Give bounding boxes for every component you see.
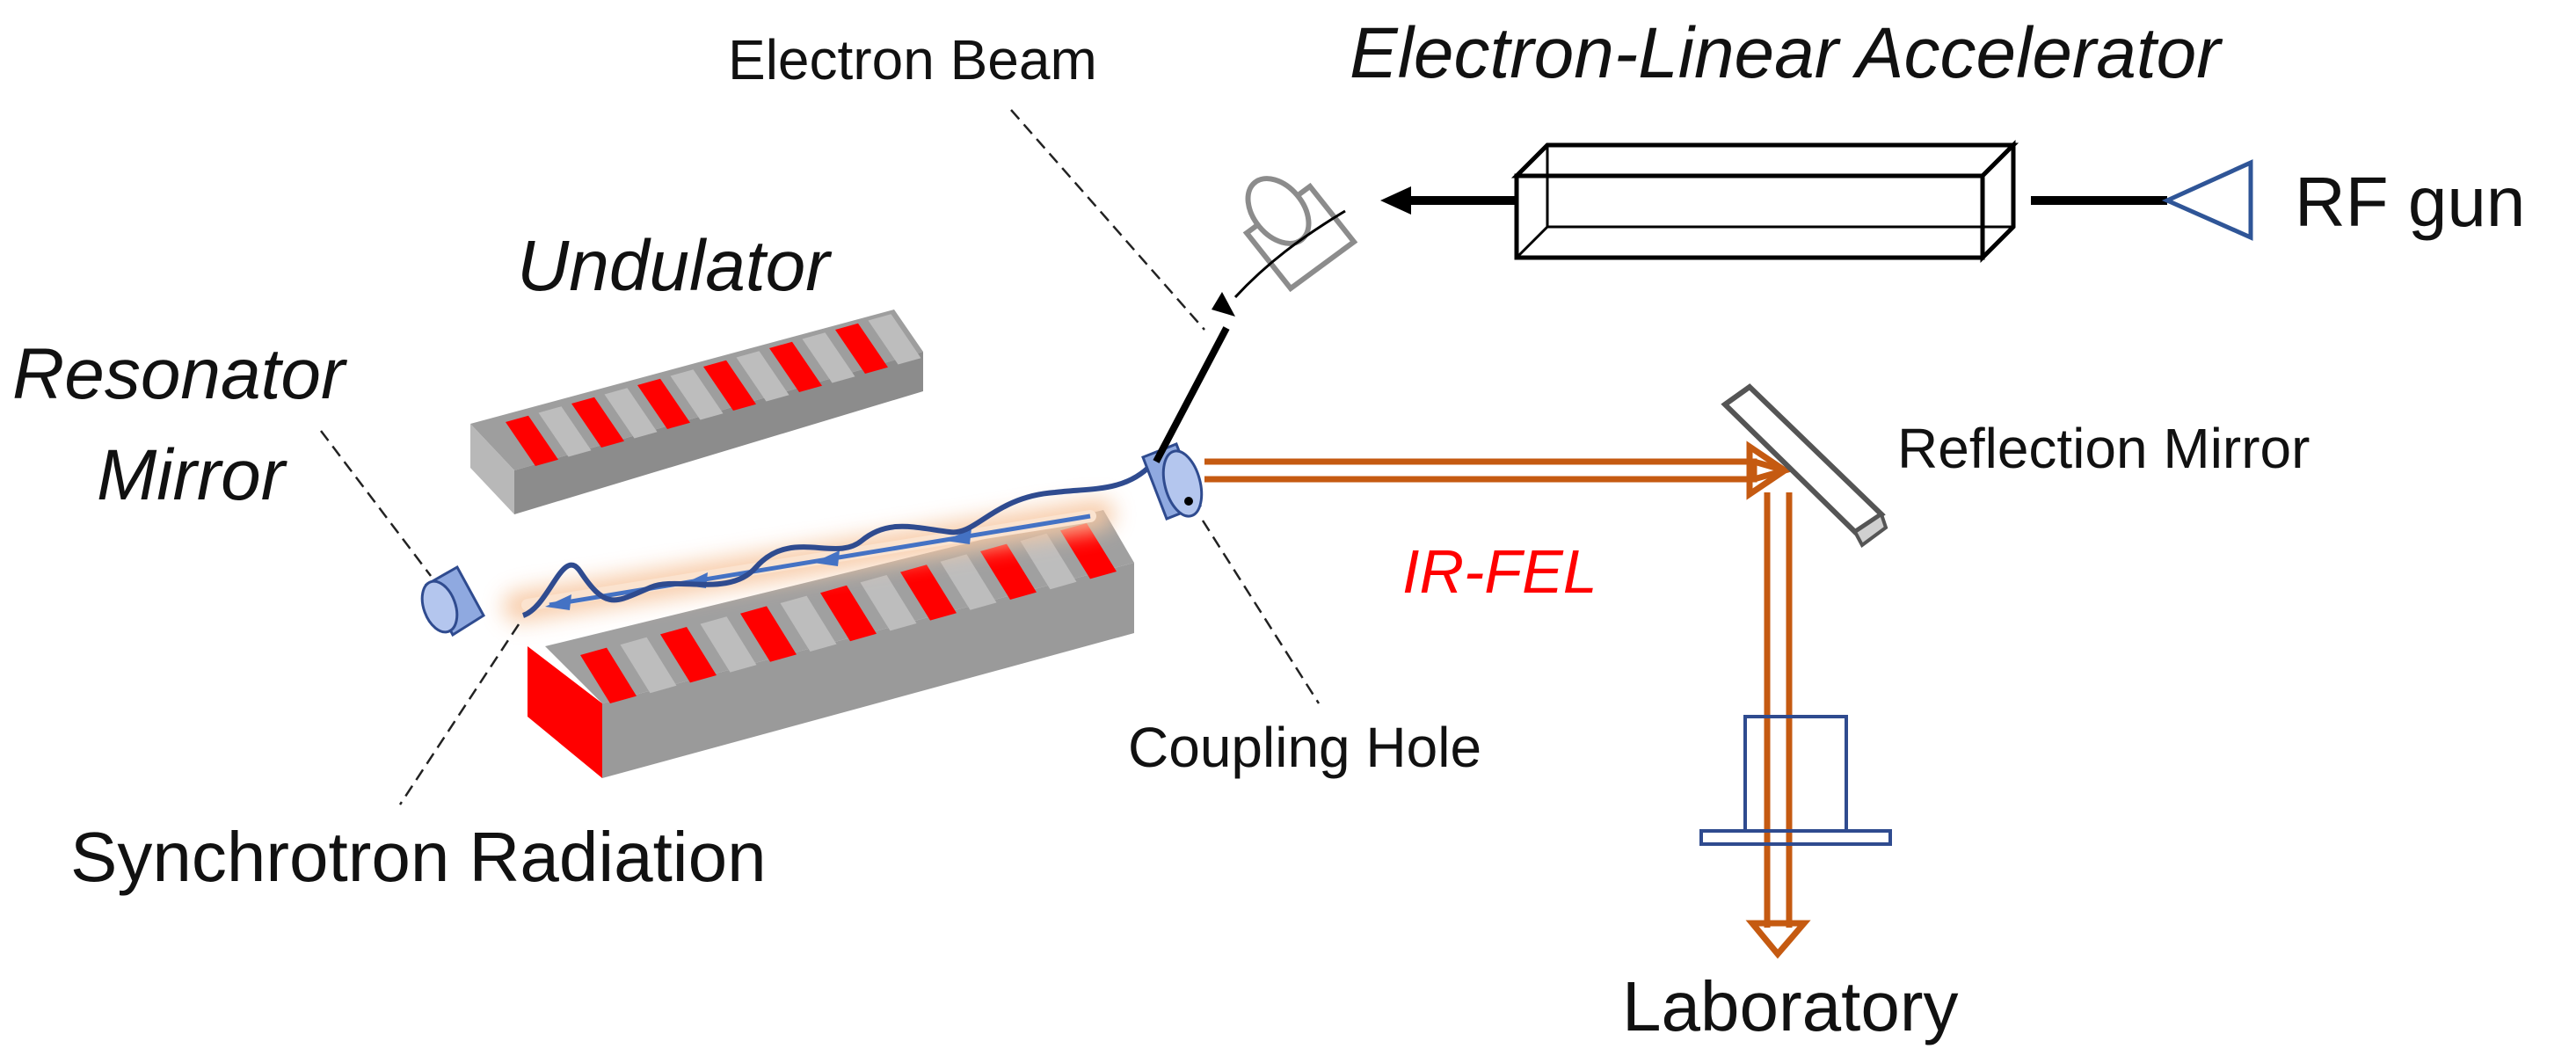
magnet-segment <box>604 388 658 439</box>
magnet-segment <box>900 564 957 621</box>
magnet-segment <box>740 606 797 662</box>
bending-magnet <box>1233 176 1358 299</box>
magnet-segment <box>580 647 637 703</box>
coupling-hole-mirror <box>1141 442 1204 521</box>
magnet-segment <box>1060 523 1117 579</box>
magnet-segment <box>736 351 790 402</box>
ir-fel-arrow-down <box>1745 920 1811 959</box>
magnet-segment <box>670 369 724 420</box>
synchrotron-radiation-label: Synchrotron Radiation <box>70 818 767 896</box>
undulator-label: Undulator <box>517 226 830 306</box>
magnet-segment <box>700 616 757 673</box>
resonator-mirror <box>420 564 485 637</box>
ir-fel-beam <box>1204 458 1796 928</box>
magnet-segment <box>860 575 917 631</box>
laboratory-label: Laboratory <box>1622 967 1959 1045</box>
electron-wiggle-path <box>521 462 1154 618</box>
linear-accelerator <box>1510 139 2019 264</box>
magnet-segment <box>1020 533 1077 590</box>
magnet-segment <box>620 637 677 694</box>
rf-gun-label: RF gun <box>2295 163 2526 241</box>
ir-fel-arrow-right <box>1746 441 1791 500</box>
rf-gun-icon <box>2161 159 2253 241</box>
mirror-label: Mirror <box>97 435 286 515</box>
magnet-segment <box>703 360 756 411</box>
linac-beam-arrowhead <box>1380 186 1411 215</box>
magnet-segment <box>780 595 837 652</box>
undulator-upper <box>470 310 923 514</box>
electron-beam-label: Electron Beam <box>728 28 1097 91</box>
resonator-label: Resonator <box>12 334 346 414</box>
magnet-segment <box>637 378 690 429</box>
reflection-mirror <box>1721 383 1888 548</box>
beam-arrowhead <box>1212 292 1235 317</box>
coupling-hole-label: Coupling Hole <box>1128 716 1482 779</box>
reflection-mirror-label: Reflection Mirror <box>1897 417 2310 480</box>
magnet-segment <box>940 554 997 610</box>
magnet-segment <box>802 332 855 383</box>
undulator-lower <box>528 510 1134 778</box>
magnet-segment <box>769 341 822 392</box>
ir-fel-label: IR-FEL <box>1402 537 1597 606</box>
magnet-segment <box>980 543 1037 600</box>
magnet-segment <box>538 406 592 457</box>
magnet-segment <box>820 585 877 642</box>
magnet-segment <box>571 397 624 448</box>
magnet-segment <box>868 314 921 365</box>
magnet-segment <box>660 627 717 683</box>
magnet-segment <box>835 323 888 374</box>
leader-lines <box>320 109 1321 805</box>
diagram-title: Electron-Linear Accelerator <box>1350 13 2221 93</box>
magnet-segment <box>506 415 558 466</box>
laboratory-stand <box>1699 715 1892 846</box>
electron-beam-line <box>1153 326 1230 463</box>
